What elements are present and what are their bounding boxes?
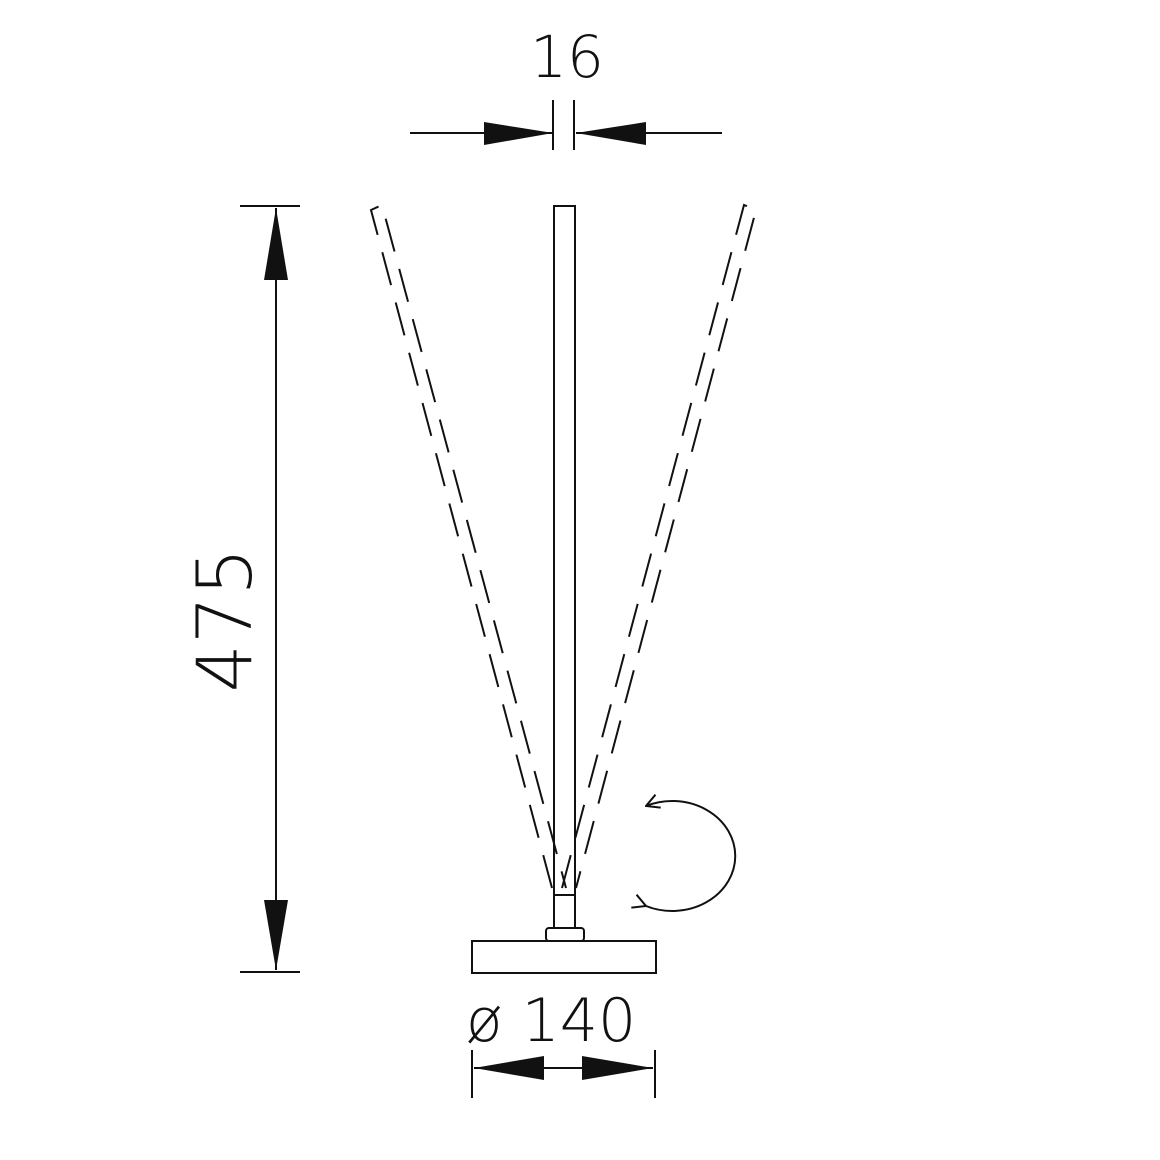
arrow-up-icon <box>264 208 288 280</box>
base-connector <box>545 927 585 942</box>
lamp-base <box>471 927 657 974</box>
base-diameter-dimension: ø 140 <box>466 986 656 1098</box>
arrow-left-icon <box>474 1056 544 1080</box>
base-disc <box>471 940 657 974</box>
arm-tilted-right <box>561 203 758 889</box>
height-dimension: 475 <box>180 205 300 973</box>
arm-tilted-left <box>369 203 567 889</box>
height-label: 475 <box>180 547 269 692</box>
arrow-down-icon <box>264 900 288 970</box>
arrow-right-icon <box>582 1056 653 1080</box>
arrow-right-icon <box>484 122 553 145</box>
arrow-left-icon <box>576 122 646 145</box>
base-diameter-label: ø 140 <box>466 986 636 1056</box>
rod-width-label: 16 <box>530 23 604 91</box>
rod-width-dimension: 16 <box>410 23 722 150</box>
rotation-arrow-icon <box>646 801 737 912</box>
arm-upright <box>553 205 576 929</box>
